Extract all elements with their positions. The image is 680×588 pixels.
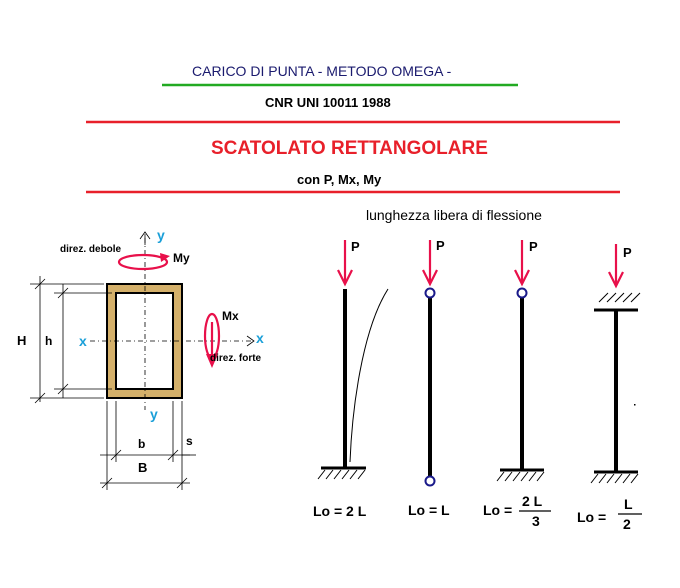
load-label-3: P <box>529 239 538 254</box>
label-y-top: y <box>157 227 165 243</box>
buckling-heading: lunghezza libera di flessione <box>366 207 542 223</box>
hinge-top-3 <box>516 287 528 299</box>
fixed-top-hatch-4 <box>598 292 641 303</box>
page-title: CARICO DI PUNTA - METODO OMEGA - <box>192 63 452 79</box>
label-My: My <box>173 251 190 265</box>
subtitle: con P, Mx, My <box>297 172 382 187</box>
label-strong-direction: direz. forte <box>210 353 262 364</box>
label-y-bottom: y <box>150 406 158 422</box>
label-x-right: x <box>256 330 264 346</box>
hinge-bottom-2 <box>424 475 436 487</box>
load-label-4: P <box>623 245 632 260</box>
my-moment-arrow <box>117 253 169 271</box>
hinge-top-2 <box>424 287 436 299</box>
lo-case-4-denominator: 2 <box>623 516 631 532</box>
label-H: H <box>17 333 26 348</box>
load-label-2: P <box>436 238 445 253</box>
label-x-left: x <box>79 333 87 349</box>
buckling-case-1 <box>317 240 389 480</box>
buckling-case-2 <box>422 240 438 487</box>
label-b: b <box>138 437 145 451</box>
label-B: B <box>138 460 147 475</box>
buckling-case-4 <box>590 244 641 484</box>
lo-case-4: Lo = <box>577 509 606 525</box>
label-s: s <box>186 434 193 448</box>
label-h: h <box>45 334 52 348</box>
norm-reference: CNR UNI 10011 1988 <box>265 95 391 110</box>
lo-case-2: Lo = L <box>408 502 450 518</box>
label-Mx: Mx <box>222 309 239 323</box>
cross-section <box>30 231 255 490</box>
section-title: SCATOLATO RETTANGOLARE <box>211 138 488 159</box>
load-label-1: P <box>351 239 360 254</box>
lo-case-4-numerator: L <box>624 496 633 512</box>
buckling-case-3 <box>496 240 545 482</box>
lo-case-3-denominator: 3 <box>532 513 540 529</box>
lo-case-3: Lo = <box>483 502 512 518</box>
lo-case-1: Lo = 2 L <box>313 503 367 519</box>
lo-case-3-numerator: 2 L <box>522 493 543 509</box>
buckled-shape-1 <box>349 288 389 463</box>
label-weak-direction: direz. debole <box>60 244 122 255</box>
